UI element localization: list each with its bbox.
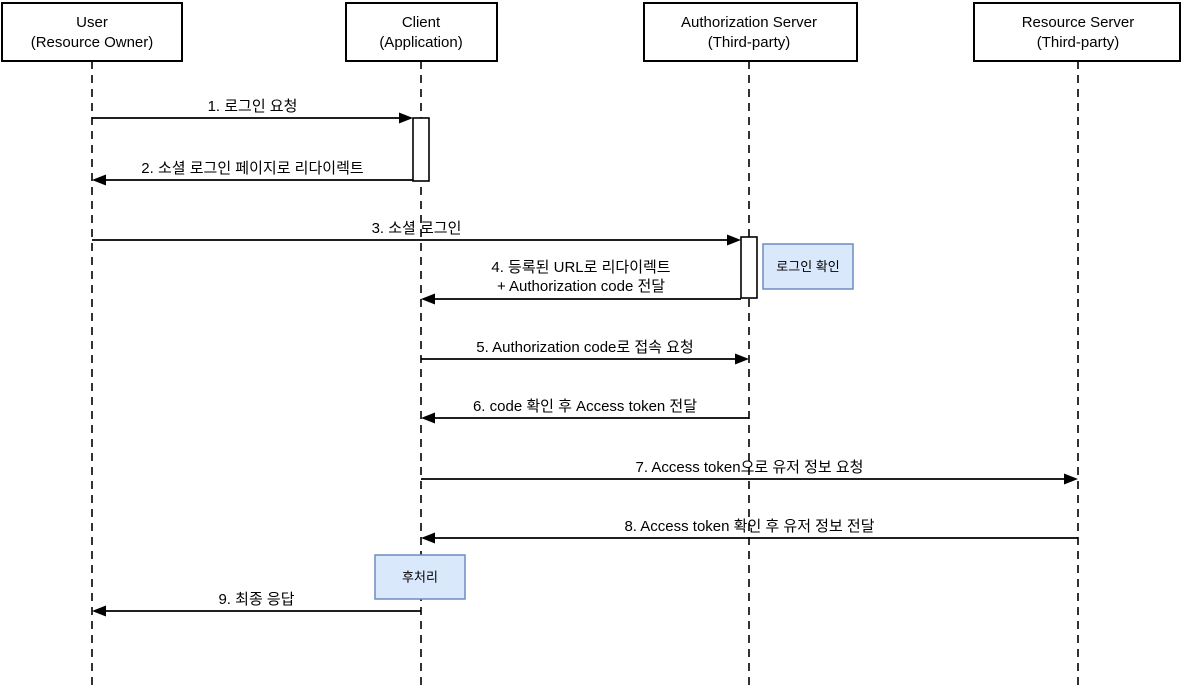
note-box — [374, 554, 466, 600]
message-arrowhead — [421, 293, 435, 305]
message-arrowhead — [1064, 473, 1078, 485]
actor-subtitle: (Application) — [379, 34, 462, 51]
note-box — [762, 243, 854, 290]
message-label: 1. 로그인 요청 — [208, 98, 298, 115]
message-7: 7. Access token으로 유저 정보 요청 — [421, 459, 1078, 485]
actor-resource-server: Resource Server (Third-party) — [973, 2, 1181, 62]
activation-auth-server — [740, 236, 758, 299]
message-arrowhead — [92, 174, 106, 186]
message-label: 7. Access token으로 유저 정보 요청 — [636, 459, 864, 476]
actor-box — [345, 2, 498, 62]
message-arrowhead — [421, 532, 435, 544]
message-9: 9. 최종 응답 — [92, 591, 421, 617]
actor-user: User (Resource Owner) — [1, 2, 183, 62]
message-arrowhead — [727, 234, 741, 246]
message-label: 3. 소셜 로그인 — [372, 220, 462, 237]
message-6: 6. code 확인 후 Access token 전달 — [421, 398, 749, 424]
message-label: 4. 등록된 URL로 리다이렉트 — [491, 259, 670, 276]
activation-client — [412, 117, 430, 182]
message-4: 4. 등록된 URL로 리다이렉트 + Authorization code 전달 — [421, 259, 741, 305]
actor-subtitle: (Third-party) — [708, 34, 791, 51]
message-5: 5. Authorization code로 접속 요청 — [421, 339, 749, 365]
message-arrowhead — [735, 353, 749, 365]
message-arrowhead — [399, 112, 413, 124]
actor-subtitle: (Third-party) — [1037, 34, 1120, 51]
actor-box — [643, 2, 858, 62]
actor-client: Client (Application) — [345, 2, 498, 62]
actor-name: Client — [402, 14, 441, 31]
message-arrowhead — [421, 412, 435, 424]
message-label: 5. Authorization code로 접속 요청 — [476, 339, 693, 356]
message-2: 2. 소셜 로그인 페이지로 리다이렉트 — [92, 160, 413, 186]
actor-box — [973, 2, 1181, 62]
actor-name: Authorization Server — [681, 14, 817, 31]
message-label: 6. code 확인 후 Access token 전달 — [473, 398, 697, 415]
note-label: 후처리 — [402, 570, 438, 585]
note-label: 로그인 확인 — [776, 259, 839, 274]
message-3: 3. 소셜 로그인 — [92, 220, 741, 246]
actor-subtitle: (Resource Owner) — [31, 34, 154, 51]
actor-name: Resource Server — [1022, 14, 1135, 31]
message-label: 2. 소셜 로그인 페이지로 리다이렉트 — [141, 160, 364, 177]
message-label: 9. 최종 응답 — [218, 591, 294, 608]
message-1: 1. 로그인 요청 — [92, 98, 413, 124]
actor-name: User — [76, 14, 108, 31]
message-8: 8. Access token 확인 후 유저 정보 전달 — [421, 518, 1078, 544]
note-login-confirm: 로그인 확인 — [762, 243, 854, 290]
message-label: 8. Access token 확인 후 유저 정보 전달 — [624, 518, 874, 535]
actor-auth-server: Authorization Server (Third-party) — [643, 2, 858, 62]
message-label-line2: + Authorization code 전달 — [497, 278, 665, 295]
note-postprocess: 후처리 — [374, 554, 466, 600]
actor-box — [1, 2, 183, 62]
message-arrowhead — [92, 605, 106, 617]
